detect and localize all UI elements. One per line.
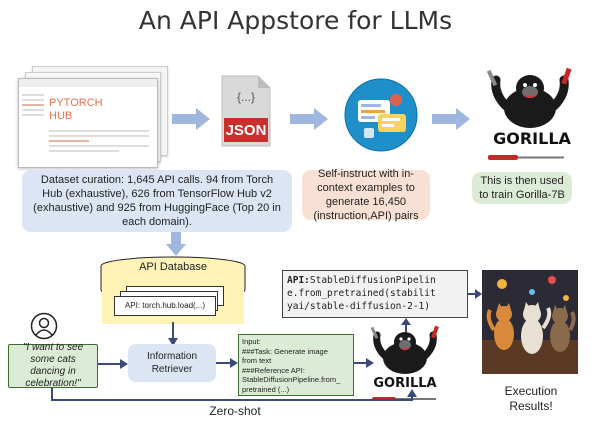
arrow-retriever-to-prompt xyxy=(216,358,238,368)
train-text: This is then used to train Gorilla-7B xyxy=(479,175,565,201)
api-database-title: API Database xyxy=(139,261,207,273)
hub-page-front: PYTORCH HUB xyxy=(18,78,158,168)
execution-line-2: Results! xyxy=(509,399,553,413)
dataset-curation-text: Dataset curation: 1,645 API calls. 94 fr… xyxy=(33,174,281,228)
hub-page-stack: PYTORCH HUB xyxy=(18,66,170,168)
hub-page-sidebar xyxy=(22,91,44,161)
execution-line-1: Execution xyxy=(504,384,558,398)
api-output-line-1: StableDiffusionPipelin xyxy=(309,275,436,286)
api-output-prefix: API: xyxy=(287,275,310,286)
hub-page-topbar xyxy=(19,79,157,87)
arrow-gorilla-to-output xyxy=(401,318,411,332)
api-entry-card-front: API: torch.hub.load(...) xyxy=(114,296,216,316)
retriever-text: Information Retriever xyxy=(146,351,198,375)
generated-image-cats xyxy=(482,270,578,374)
arrow-database-to-retriever xyxy=(168,322,178,346)
self-instruct-icon xyxy=(344,78,418,152)
api-output-box: API:StableDiffusionPipelin e.from_pretra… xyxy=(282,270,468,318)
page-title: An API Appstore for LLMs xyxy=(138,6,453,35)
prompt-box: Input: ###Task: Generate image from text… xyxy=(238,334,354,396)
zero-shot-label: Zero-shot xyxy=(209,404,261,418)
api-entry-text: API: torch.hub.load(...) xyxy=(124,301,206,310)
arrow-hub-to-json xyxy=(172,108,210,130)
gorilla-bottom-mascot xyxy=(370,325,440,374)
json-label: JSON xyxy=(225,122,267,139)
json-file-icon: {...} JSON xyxy=(220,74,272,148)
hub-page-heading-1: PYTORCH xyxy=(49,97,103,109)
dataset-curation-box: Dataset curation: 1,645 API calls. 94 fr… xyxy=(22,170,292,232)
gorilla-top-label: GORILLA xyxy=(493,129,571,148)
arrow-instruct-to-gorilla xyxy=(432,108,470,130)
prompt-line-4: ###Reference API: xyxy=(242,365,305,375)
api-output-line-3: yai/stable-diffusion-2-1) xyxy=(287,301,430,312)
hub-page-heading-2: HUB xyxy=(49,110,73,122)
user-icon xyxy=(30,312,58,340)
arrow-dataset-to-database xyxy=(166,232,186,256)
arrow-user-to-retriever xyxy=(98,359,128,369)
information-retriever-box: Information Retriever xyxy=(128,344,216,382)
user-prompt-box: "I want to see some cats dancing in cele… xyxy=(8,342,98,389)
prompt-line-6: pretrained (...) xyxy=(242,384,290,394)
prompt-line-5: StableDiffusionPipeline.from_ xyxy=(242,375,341,384)
gorilla-top-mascot xyxy=(486,67,572,128)
self-instruct-box: Self-instruct with in-context examples t… xyxy=(302,168,430,222)
arrow-output-to-image xyxy=(468,289,482,299)
arrow-prompt-to-gorilla xyxy=(354,358,374,368)
hub-page-text-lines xyxy=(49,127,149,155)
self-instruct-text: Self-instruct with in-context examples t… xyxy=(313,168,419,222)
screwdriver-icon xyxy=(488,155,564,160)
gorilla-bottom-label: GORILLA xyxy=(373,376,437,391)
json-glyph: {...} xyxy=(236,90,256,104)
api-entry-stack: API: torch.hub.load(...) xyxy=(114,286,226,318)
user-prompt-text: "I want to see some cats dancing in cele… xyxy=(22,342,84,389)
prompt-line-2: ###Task: Generate image xyxy=(242,346,328,356)
train-box: This is then used to train Gorilla-7B xyxy=(472,172,572,204)
execution-results-label: Execution Results! xyxy=(486,384,576,414)
arrow-json-to-instruct xyxy=(290,108,328,130)
api-output-line-2: e.from_pretrained(stabilit xyxy=(287,288,436,299)
prompt-line-1: Input: xyxy=(242,337,261,346)
prompt-line-3: from text xyxy=(242,356,272,365)
